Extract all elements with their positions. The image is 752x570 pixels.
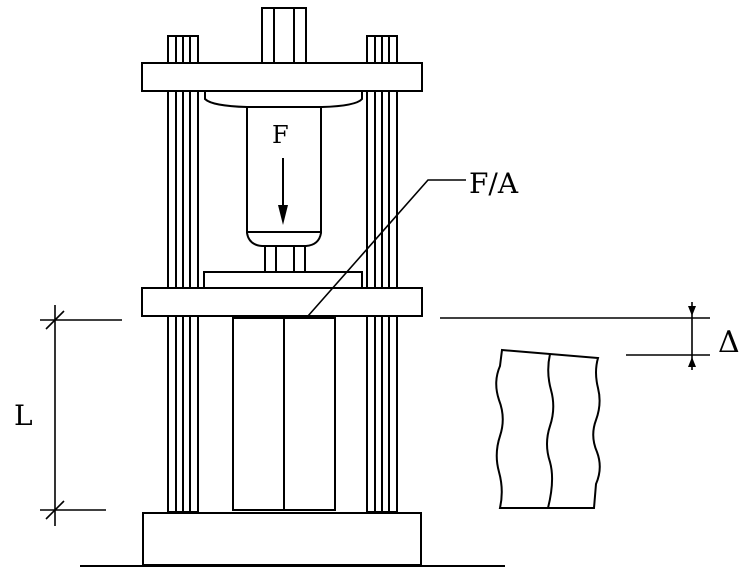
deformation-dimension [440,302,710,370]
cylinder-housing [204,91,363,108]
lower-crosshead [141,287,423,317]
upper-crosshead [141,62,423,92]
piston-rod [261,7,307,64]
lower-rod [264,245,306,273]
stress-label: F/A [469,167,519,200]
machine-base [142,512,422,566]
stress-leader-line [307,179,466,317]
force-arrow [278,158,288,225]
length-label: L [14,399,33,432]
force-label: F [272,121,289,149]
delta-label: Δ [718,325,740,360]
deformed-specimen [495,348,601,509]
left-column [167,35,199,513]
pressure-plate [203,271,363,289]
test-specimen [232,317,336,511]
length-dimension [40,305,122,526]
right-column [366,35,398,513]
